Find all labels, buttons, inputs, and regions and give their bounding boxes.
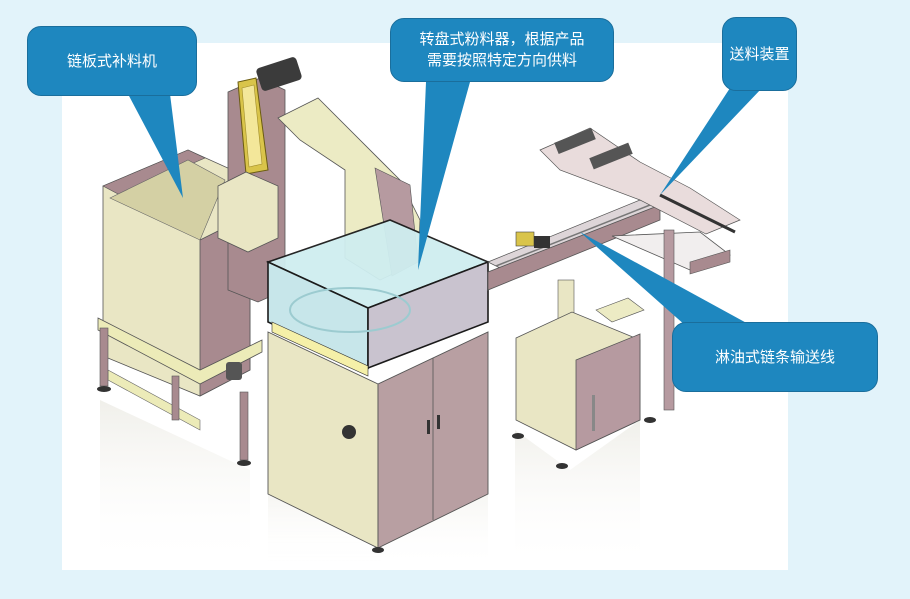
callout-rotary-disc-feeder: 转盘式粉料器，根据产品 需要按照特定方向供料	[390, 18, 614, 82]
callout-label: 送料装置	[729, 44, 790, 63]
pointer-feeding-device	[660, 88, 762, 195]
conveyor-and-feeding-device	[487, 127, 741, 469]
callout-pointers	[128, 82, 762, 326]
callout-feeding-device: 送料装置	[722, 17, 797, 91]
chain-plate-feeder-machine	[97, 57, 302, 466]
callout-label: 链板式补料机	[66, 51, 157, 70]
pointer-oil-chain-conveyor	[580, 232, 752, 326]
rotary-disc-feeder-machine	[265, 97, 491, 553]
pointer-rotary-disc-feeder	[418, 82, 470, 270]
callout-chain-plate-feeder: 链板式补料机	[27, 26, 197, 96]
callout-label-line-2: 需要按照特定方向供料	[426, 51, 577, 69]
callout-label-line-1: 转盘式粉料器，根据产品	[419, 30, 585, 48]
callout-label: 淋油式链条输送线	[714, 347, 835, 366]
callout-oil-chain-conveyor: 淋油式链条输送线	[672, 322, 878, 392]
pointer-chain-plate-feeder	[128, 94, 183, 198]
